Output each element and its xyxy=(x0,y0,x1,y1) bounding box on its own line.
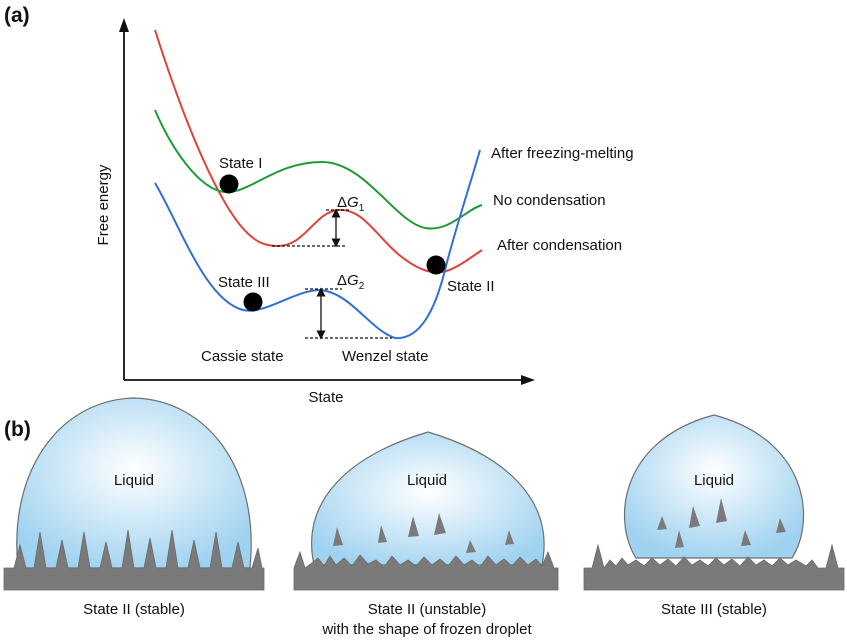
droplet-3-ice-spikes xyxy=(657,498,786,548)
delta-g1-delta: Δ xyxy=(337,194,347,211)
droplet-1: Liquid State II (stable) xyxy=(3,397,265,618)
state-3-marker xyxy=(243,292,263,312)
droplet-2-caption-line-1: State II (unstable) xyxy=(368,601,486,618)
no-condensation-label: No condensation xyxy=(493,192,606,209)
delta-g2-delta: Δ xyxy=(337,272,347,289)
droplet-1-liquid xyxy=(16,397,252,569)
delta-g1-sub: 1 xyxy=(359,203,365,214)
droplet-1-surface xyxy=(3,529,265,591)
state-1-marker xyxy=(219,174,239,194)
delta-g2-label: ΔG2 xyxy=(337,272,365,292)
droplet-2-liquid xyxy=(311,431,545,566)
droplet-3-surface xyxy=(583,543,845,591)
y-axis-label: Free energy xyxy=(95,164,112,245)
cassie-state-label: Cassie state xyxy=(201,348,284,365)
x-axis-label: State xyxy=(308,389,343,406)
droplet-1-caption: State II (stable) xyxy=(83,601,185,618)
no-condensation-curve xyxy=(154,109,483,230)
droplet-2-liquid-label: Liquid xyxy=(407,472,447,489)
state-1-label: State I xyxy=(219,155,262,172)
droplet-3: Liquid State III (stable) xyxy=(583,414,845,618)
delta-g1-label: ΔG1 xyxy=(337,194,365,214)
after-freezing-melting-curve xyxy=(154,149,481,340)
y-axis-arrowhead xyxy=(119,18,129,32)
x-axis-arrowhead xyxy=(521,375,535,385)
droplet-2-surface xyxy=(293,550,559,591)
delta-g2-sub: 2 xyxy=(359,281,365,292)
panel-b-label: (b) xyxy=(4,418,31,441)
delta-g2-symbol: G xyxy=(347,272,359,289)
droplet-3-liquid-label: Liquid xyxy=(694,472,734,489)
delta-g1-symbol: G xyxy=(347,194,359,211)
after-condensation-label: After condensation xyxy=(497,237,622,254)
after-condensation-curve xyxy=(154,29,483,274)
state-3-label: State III xyxy=(218,274,270,291)
droplet-2: Liquid State II (unstable) with the shap… xyxy=(293,431,559,638)
wenzel-state-label: Wenzel state xyxy=(342,348,428,365)
panel-a-axes xyxy=(119,18,535,385)
droplet-1-liquid-label: Liquid xyxy=(114,472,154,489)
state-2-marker xyxy=(426,255,446,275)
state-2-label: State II xyxy=(447,278,495,295)
droplet-2-caption-line-2: with the shape of frozen droplet xyxy=(321,621,532,638)
droplet-2-ice-spikes xyxy=(333,513,514,553)
after-freezing-melting-label: After freezing-melting xyxy=(491,145,634,162)
droplet-3-caption: State III (stable) xyxy=(661,601,767,618)
droplet-3-liquid xyxy=(624,414,804,559)
panel-a-label: (a) xyxy=(4,4,30,27)
